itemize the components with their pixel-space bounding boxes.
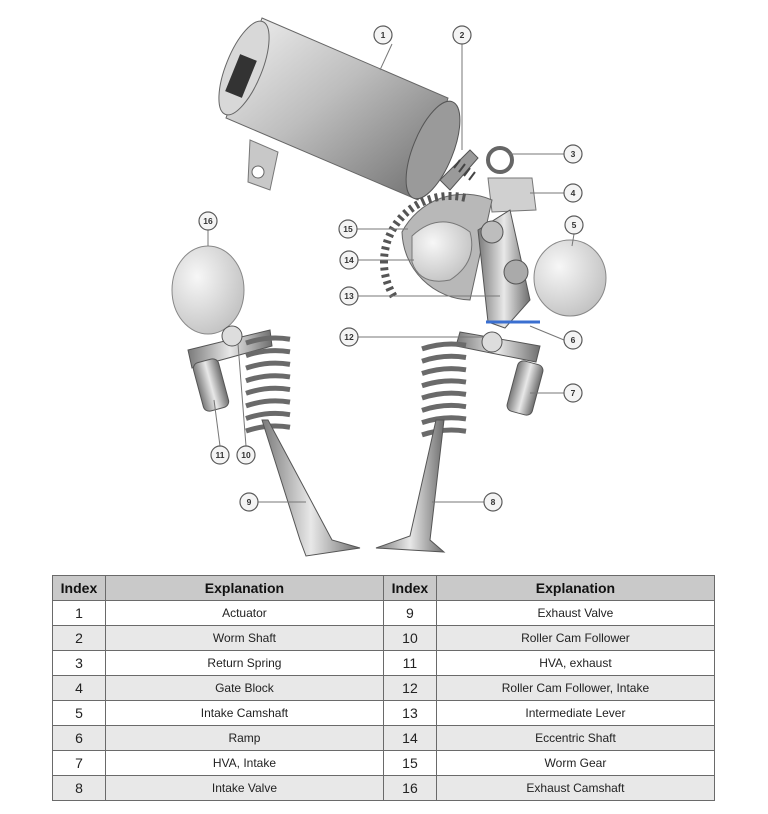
table-row: 2 Worm Shaft 10 Roller Cam Follower [52, 625, 716, 651]
index-cell: 13 [382, 700, 437, 726]
header-explanation-left: Explanation [104, 575, 384, 601]
index-cell: 9 [382, 600, 437, 626]
legend-table: Index Explanation Index Explanation 1 Ac… [52, 575, 716, 801]
callout-14: 14 [339, 250, 359, 270]
index-cell: 15 [382, 750, 437, 776]
svg-text:1: 1 [381, 30, 386, 40]
explanation-cell: HVA, exhaust [435, 650, 716, 676]
actuator-shape [218, 17, 461, 201]
explanation-cell: Roller Cam Follower [435, 625, 716, 651]
eccentric-shaft-shape [411, 221, 473, 282]
explanation-cell: HVA, Intake [104, 750, 384, 776]
explanation-cell: Worm Gear [435, 750, 716, 776]
index-cell: 2 [52, 625, 106, 651]
svg-text:12: 12 [344, 332, 354, 342]
callout-1: 1 [373, 25, 393, 45]
intake-valve-assembly [375, 331, 544, 553]
explanation-cell: Gate Block [104, 675, 384, 701]
svg-text:11: 11 [216, 450, 225, 460]
explanation-cell: Intake Valve [104, 775, 384, 801]
svg-text:9: 9 [247, 497, 252, 507]
gate-block-shape [487, 177, 537, 213]
callout-12: 12 [339, 327, 359, 347]
explanation-cell: Return Spring [104, 650, 384, 676]
explanation-cell: Eccentric Shaft [435, 725, 716, 751]
index-cell: 14 [382, 725, 437, 751]
svg-text:13: 13 [344, 291, 354, 301]
svg-text:7: 7 [571, 388, 576, 398]
table-row: 6 Ramp 14 Eccentric Shaft [52, 725, 716, 751]
callout-3: 3 [563, 144, 583, 164]
callout-8: 8 [483, 492, 503, 512]
explanation-cell: Worm Shaft [104, 625, 384, 651]
table-row: 1 Actuator 9 Exhaust Valve [52, 600, 716, 626]
table-row: 8 Intake Valve 16 Exhaust Camshaft [52, 775, 716, 801]
callout-9: 9 [239, 492, 259, 512]
table-row: 5 Intake Camshaft 13 Intermediate Lever [52, 700, 716, 726]
callout-7: 7 [563, 383, 583, 403]
callout-6: 6 [563, 330, 583, 350]
svg-text:14: 14 [344, 255, 354, 265]
explanation-cell: Actuator [104, 600, 384, 626]
worm-shaft-shape [439, 146, 514, 191]
explanation-cell: Exhaust Valve [435, 600, 716, 626]
header-index-right: Index [382, 575, 437, 601]
header-explanation-right: Explanation [435, 575, 716, 601]
exhaust-valve-assembly [187, 325, 361, 557]
callout-11: 11 [210, 445, 230, 465]
explanation-cell: Roller Cam Follower, Intake [435, 675, 716, 701]
explanation-cell: Ramp [104, 725, 384, 751]
index-cell: 10 [382, 625, 437, 651]
explanation-cell: Intake Camshaft [104, 700, 384, 726]
leader-lines [207, 43, 575, 503]
index-cell: 8 [52, 775, 106, 801]
callout-4: 4 [563, 183, 583, 203]
table-row: 4 Gate Block 12 Roller Cam Follower, Int… [52, 675, 716, 701]
index-cell: 4 [52, 675, 106, 701]
index-cell: 11 [382, 650, 437, 676]
index-cell: 3 [52, 650, 106, 676]
valvetrain-diagram: 1 2 3 4 5 6 7 8 9 10 11 12 13 14 15 16 [171, 17, 607, 557]
index-cell: 16 [382, 775, 437, 801]
legend-header-row: Index Explanation Index Explanation [52, 575, 716, 601]
explanation-cell: Exhaust Camshaft [435, 775, 716, 801]
callout-10: 10 [236, 445, 256, 465]
exhaust-camshaft-shape [171, 245, 245, 335]
svg-text:2: 2 [460, 30, 465, 40]
callout-16: 16 [198, 211, 218, 231]
index-cell: 5 [52, 700, 106, 726]
index-cell: 1 [52, 600, 106, 626]
table-row: 7 HVA, Intake 15 Worm Gear [52, 750, 716, 776]
callout-13: 13 [339, 286, 359, 306]
svg-text:4: 4 [571, 188, 576, 198]
table-row: 3 Return Spring 11 HVA, exhaust [52, 650, 716, 676]
svg-text:10: 10 [241, 450, 251, 460]
index-cell: 6 [52, 725, 106, 751]
svg-text:8: 8 [491, 497, 496, 507]
header-index-left: Index [52, 575, 106, 601]
explanation-cell: Intermediate Lever [435, 700, 716, 726]
svg-text:3: 3 [571, 149, 576, 159]
callout-5: 5 [564, 215, 584, 235]
svg-text:5: 5 [572, 220, 577, 230]
intermediate-lever-shape [477, 209, 540, 329]
intake-camshaft-shape [533, 239, 607, 317]
index-cell: 12 [382, 675, 437, 701]
svg-text:15: 15 [343, 224, 353, 234]
svg-text:16: 16 [203, 216, 213, 226]
svg-text:6: 6 [571, 335, 576, 345]
index-cell: 7 [52, 750, 106, 776]
callout-15: 15 [338, 219, 358, 239]
callout-2: 2 [452, 25, 472, 45]
